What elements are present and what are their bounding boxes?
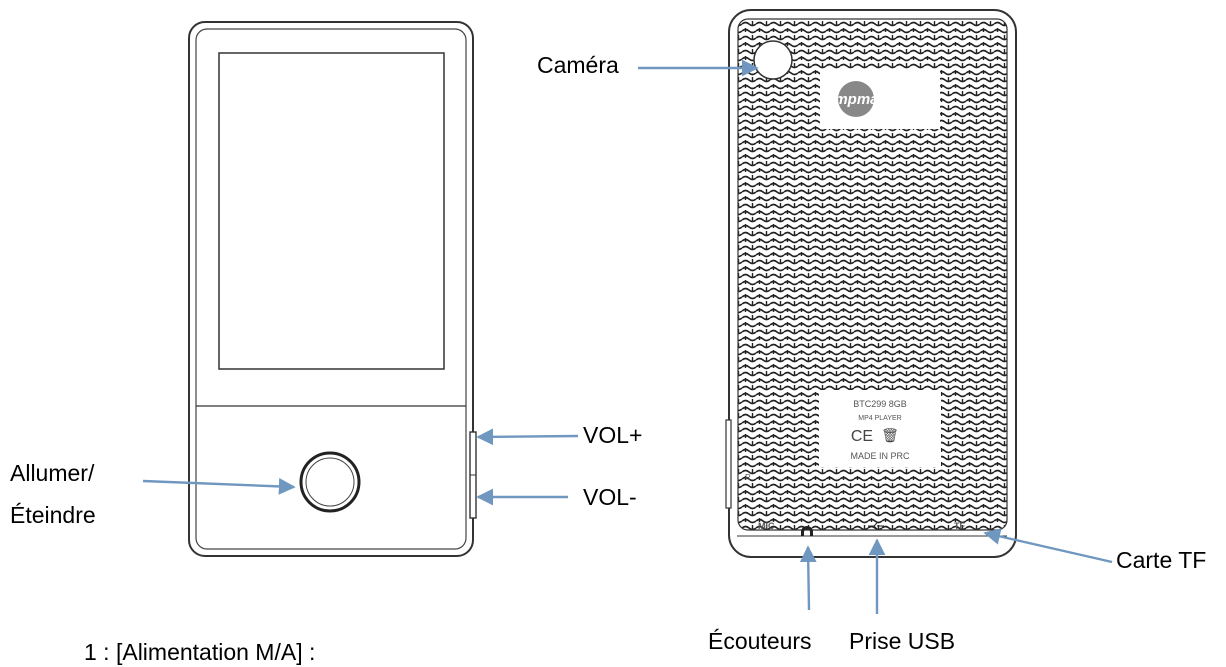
label-vol-down: VOL- xyxy=(583,484,637,510)
headphone-port-icon xyxy=(801,526,813,536)
front-body-inner-outline xyxy=(195,28,467,550)
brand-logo-text: mpman xyxy=(834,91,887,108)
tf-port-label: TF xyxy=(954,521,965,531)
ce-mark: CE xyxy=(851,428,873,445)
label-power-line1: Allumer/ xyxy=(10,460,95,486)
back-device xyxy=(725,9,1017,558)
callout-arrows xyxy=(142,59,1113,614)
arrow-headphones xyxy=(799,545,817,611)
front-screen xyxy=(218,52,445,370)
logo-badge xyxy=(838,81,874,117)
front-device xyxy=(188,21,477,557)
label-power-line2: Éteindre xyxy=(10,502,96,528)
made-in-text: MADE IN PRC xyxy=(850,451,910,461)
arrow-power xyxy=(142,478,296,495)
reset-label: R xyxy=(745,473,751,482)
arrow-tf-card xyxy=(983,528,1113,564)
label-camera: Caméra xyxy=(537,52,619,78)
mic-port-label: MIC xyxy=(758,521,775,531)
spec-label-panel xyxy=(819,390,941,467)
model-text: BTC299 8GB xyxy=(853,399,907,409)
power-button xyxy=(299,451,361,513)
power-button-ring xyxy=(305,457,355,507)
back-side-rocker xyxy=(725,419,732,509)
usb-port-icon xyxy=(868,522,884,530)
label-tf-card: Carte TF xyxy=(1116,547,1207,573)
camera-lens xyxy=(753,40,793,80)
arrow-vol-up xyxy=(476,428,579,446)
product-type-text: MP4 PLAYER xyxy=(858,415,901,422)
label-usb: Prise USB xyxy=(849,628,956,654)
label-vol-up: VOL+ xyxy=(583,422,643,448)
label-headphones: Écouteurs xyxy=(708,628,812,654)
weee-bin-icon: 🗑 xyxy=(881,428,899,444)
caption-power: 1 : [Alimentation M/A] : xyxy=(84,639,316,665)
